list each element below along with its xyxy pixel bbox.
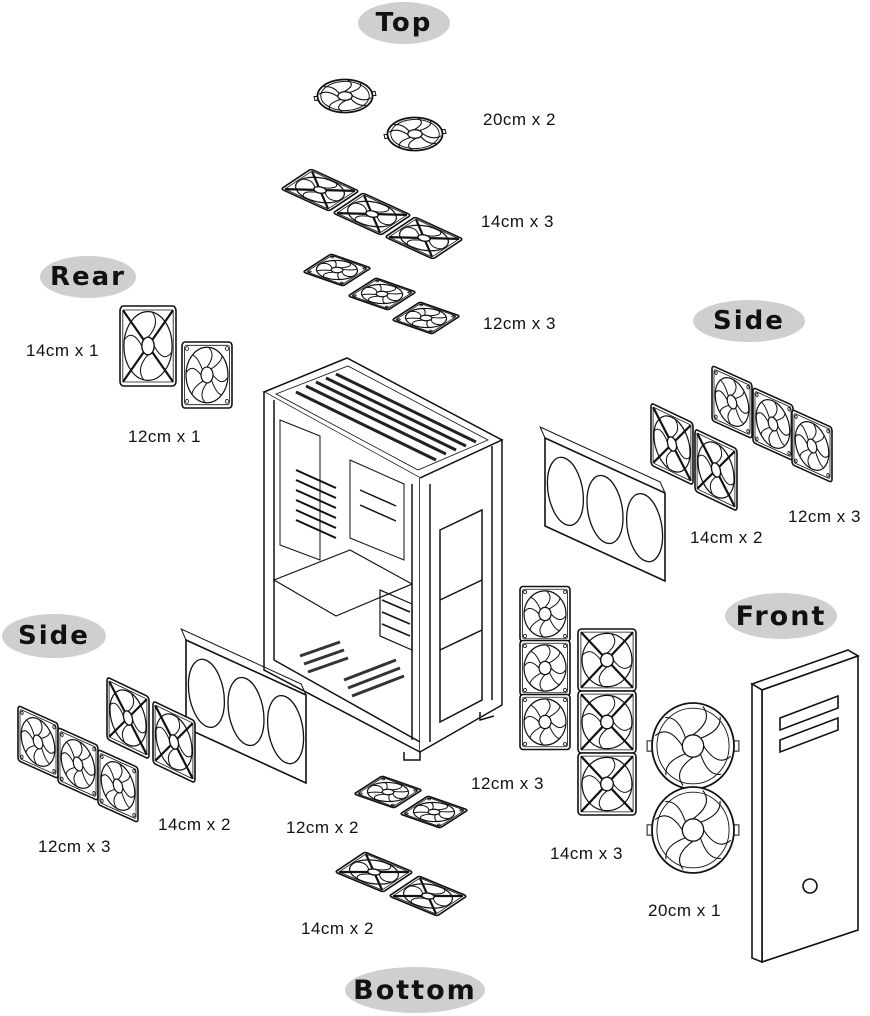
- rear-fans: [119, 305, 233, 409]
- label-side-left-12cm: 12cm x 3: [38, 837, 111, 856]
- label-bottom-12cm: 12cm x 2: [286, 818, 359, 837]
- section-bottom-title: Bottom: [345, 967, 485, 1013]
- top-14cm-fans: [280, 168, 464, 260]
- label-top-12cm: 12cm x 3: [483, 314, 556, 333]
- section-side-right-title: Side: [693, 300, 805, 342]
- bottom-12cm-fans: [353, 775, 469, 829]
- label-rear-14cm: 14cm x 1: [26, 341, 99, 360]
- top-12cm-fans: [302, 253, 461, 335]
- bottom-14cm-fans: [334, 851, 468, 917]
- label-front-14cm: 14cm x 3: [550, 844, 623, 863]
- label-side-left-14cm: 14cm x 2: [158, 815, 231, 834]
- front-panel-icon: [752, 650, 858, 962]
- top-20cm-fans: [310, 76, 450, 154]
- label-top-20cm: 20cm x 2: [483, 110, 556, 129]
- label-top-14cm: 14cm x 3: [481, 212, 554, 231]
- front-12cm-fans: [519, 586, 571, 750]
- section-rear-title: Rear: [40, 256, 136, 298]
- label-front-12cm: 12cm x 3: [471, 774, 544, 793]
- pc-case-exploded: [264, 358, 502, 760]
- section-top-title: Top: [358, 2, 450, 44]
- front-14cm-fans: [577, 628, 637, 816]
- label-bottom-14cm: 14cm x 2: [301, 919, 374, 938]
- section-front-title: Front: [725, 593, 837, 639]
- label-rear-12cm: 12cm x 1: [128, 427, 201, 446]
- side-right-bracket: [538, 425, 667, 583]
- label-side-right-14cm: 14cm x 2: [690, 528, 763, 547]
- front-20cm-fans: [646, 702, 740, 874]
- label-front-20cm: 20cm x 1: [648, 901, 721, 920]
- section-side-left-title: Side: [2, 614, 106, 658]
- label-side-right-12cm: 12cm x 3: [788, 507, 861, 526]
